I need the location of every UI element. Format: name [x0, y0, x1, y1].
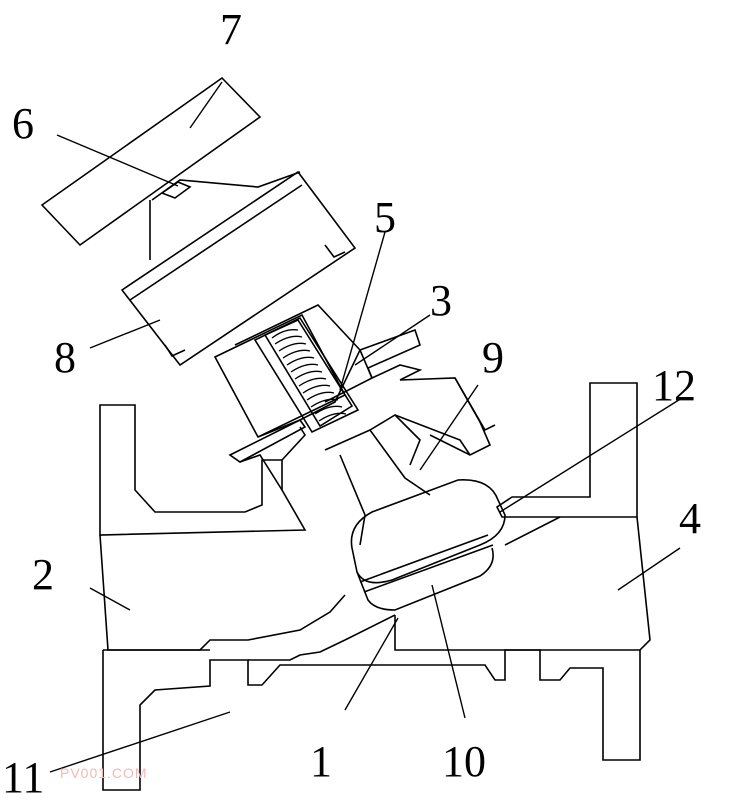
label-6: 6 — [12, 99, 34, 148]
label-4: 4 — [679, 494, 701, 543]
label-2: 2 — [32, 550, 54, 599]
stem-housing — [213, 304, 361, 439]
watermark-text: PV001.COM — [60, 765, 148, 781]
bonnet — [228, 328, 496, 491]
label-10: 10 — [442, 737, 486, 786]
label-5: 5 — [374, 193, 396, 242]
label-11: 11 — [2, 753, 44, 800]
label-3: 3 — [430, 276, 452, 325]
label-9: 9 — [482, 333, 504, 382]
stem — [324, 413, 471, 546]
leader-lines — [49, 81, 683, 773]
label-12: 12 — [652, 361, 696, 410]
handwheel — [40, 76, 262, 247]
valve-disc — [350, 479, 506, 611]
valve-body — [102, 614, 641, 791]
label-7: 7 — [220, 5, 242, 54]
label-1: 1 — [310, 737, 332, 786]
inlet-flange — [99, 404, 346, 651]
label-8: 8 — [54, 333, 76, 382]
bonnet-cap — [120, 170, 357, 367]
spring — [271, 329, 347, 422]
outlet-flange — [394, 382, 651, 651]
